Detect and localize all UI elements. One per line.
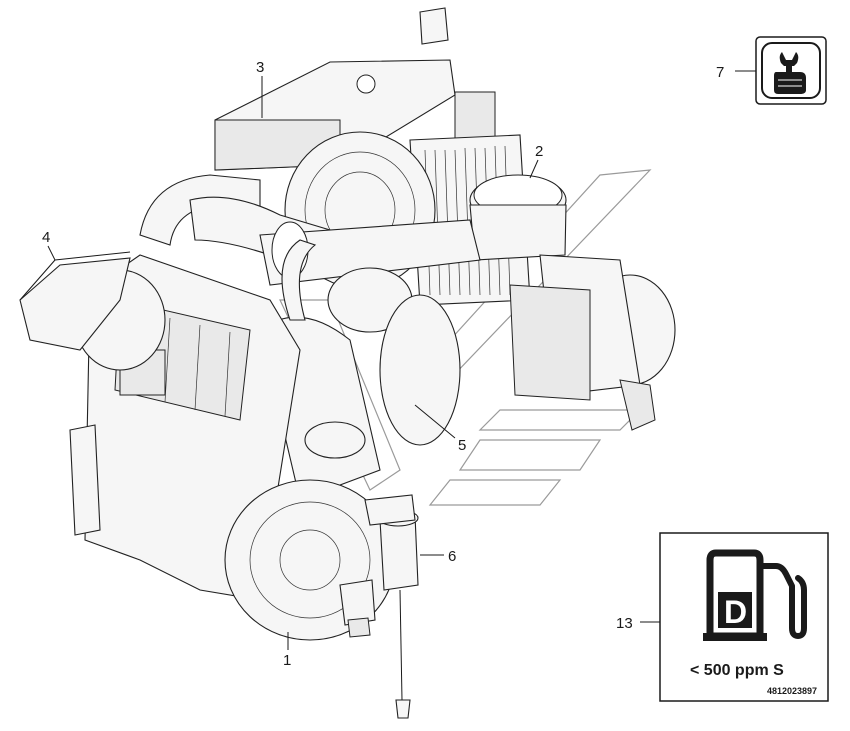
callout-labels: 3 2 4 5 6 1 7 13	[42, 59, 724, 669]
engine-assembly	[19, 7, 676, 719]
callout-1: 1	[283, 652, 291, 669]
document-number: 4812023897	[767, 686, 817, 696]
callout-4: 4	[42, 229, 50, 246]
service-decal	[755, 36, 827, 105]
callout-leader-lines	[19, 70, 756, 650]
wrench-thumbs-up-icon	[774, 52, 806, 94]
callout-6: 6	[448, 548, 456, 565]
callout-7: 7	[716, 64, 724, 81]
callout-3: 3	[256, 59, 264, 76]
fuel-letter: D	[724, 594, 747, 630]
callout-2: 2	[535, 143, 543, 160]
fuel-spec-decal: D < 500 ppm S	[659, 532, 829, 702]
fuel-spec-text: < 500 ppm S	[690, 662, 784, 679]
fuel-pump-icon: D	[703, 549, 807, 641]
callout-5: 5	[458, 437, 466, 454]
callout-13: 13	[616, 615, 633, 632]
